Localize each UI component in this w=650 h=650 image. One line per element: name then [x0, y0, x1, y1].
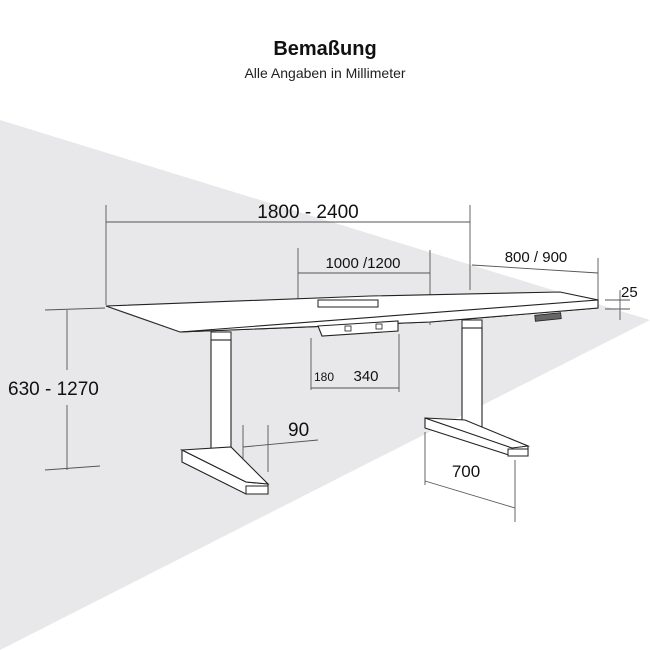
- dimension-foot-label: 700: [452, 462, 480, 481]
- dimension-foot: 700: [424, 432, 516, 522]
- dimension-depth-label: 800 / 900: [505, 249, 568, 266]
- dimension-column-label: 90: [288, 420, 309, 441]
- cable-tray: [317, 320, 399, 337]
- dimension-width: 1800 - 2400: [105, 202, 471, 305]
- background-shape: [0, 120, 650, 650]
- dimension-tray-height-label: 180: [314, 370, 334, 384]
- cable-grommet: [317, 299, 379, 308]
- desk-top: [105, 291, 599, 333]
- dimension-cable-tray-label: 1000 /1200: [325, 255, 400, 272]
- dimension-tray: 180 340: [310, 334, 400, 392]
- control-panel: [534, 312, 562, 322]
- dimension-height-label: 630 - 1270: [8, 379, 99, 400]
- dimension-thickness: 25: [605, 284, 638, 320]
- drawing-subtitle: Alle Angaben in Millimeter: [244, 65, 405, 81]
- drawing-title: Bemaßung: [273, 38, 376, 60]
- dimension-width-label: 1800 - 2400: [257, 202, 358, 223]
- dimension-thickness-label: 25: [621, 284, 638, 301]
- dimension-tray-width-label: 340: [353, 368, 378, 385]
- left-leg: [179, 331, 270, 495]
- dimension-column: 90: [242, 420, 319, 472]
- dimension-depth: 800 / 900: [471, 249, 599, 300]
- dimension-height: 630 - 1270: [8, 307, 106, 471]
- right-leg: [424, 319, 531, 457]
